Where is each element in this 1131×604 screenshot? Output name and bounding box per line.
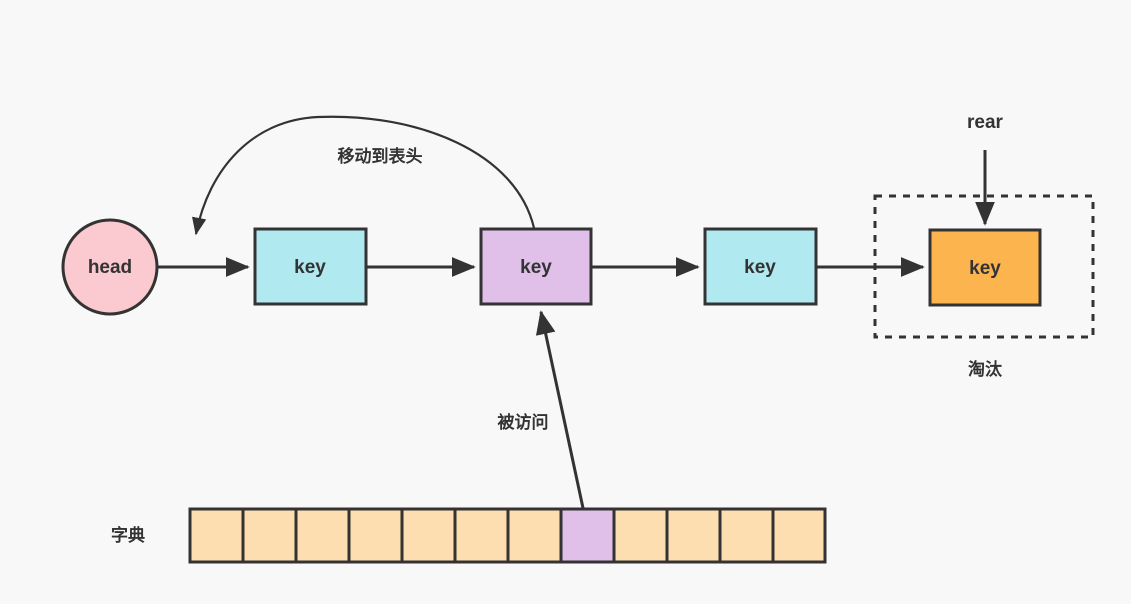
- rear-label: rear: [967, 112, 1004, 133]
- dictionary-cell-1[interactable]: [241, 507, 298, 564]
- dictionary-cell-0[interactable]: [188, 507, 245, 564]
- dictionary-cell-4[interactable]: [400, 507, 457, 564]
- accessed-label: 被访问: [498, 412, 549, 433]
- list-node-4-box[interactable]: [928, 228, 1042, 307]
- head-node-label: head: [88, 257, 132, 278]
- move-to-head-arrow: [192, 115, 536, 236]
- move-to-head-label: 移动到表头: [338, 146, 423, 167]
- list-node-3-label: key: [744, 257, 776, 278]
- list-node-1-box[interactable]: [253, 227, 368, 306]
- dictionary-cell-5[interactable]: [453, 507, 510, 564]
- list-node-2-box[interactable]: [479, 227, 593, 306]
- list-node-4-label: key: [969, 258, 1001, 279]
- list-node-2-label: key: [520, 257, 552, 278]
- dictionary-cell-9[interactable]: [665, 507, 722, 564]
- dictionary-array: [188, 507, 827, 564]
- dictionary-cell-8[interactable]: [612, 507, 669, 564]
- dictionary-cell-2[interactable]: [294, 507, 351, 564]
- accessed-arrow: [535, 310, 585, 509]
- list-node-1[interactable]: key: [253, 227, 368, 306]
- list-node-3-box[interactable]: [703, 227, 818, 306]
- evict-region: [873, 194, 1095, 339]
- list-node-1-label: key: [294, 257, 326, 278]
- dictionary-cell-10[interactable]: [718, 507, 775, 564]
- evict-label: 淘汰: [968, 359, 1003, 380]
- head-node[interactable]: head: [61, 218, 159, 316]
- list-node-4[interactable]: key: [928, 228, 1042, 307]
- dictionary-label: 字典: [111, 525, 145, 546]
- dictionary-cell-7-highlighted[interactable]: [559, 507, 616, 564]
- head-node-circle[interactable]: [61, 218, 159, 316]
- list-node-3[interactable]: key: [703, 227, 818, 306]
- dictionary-cell-11[interactable]: [771, 507, 827, 564]
- dictionary-cell-6[interactable]: [506, 507, 563, 564]
- dictionary-cell-3[interactable]: [347, 507, 404, 564]
- list-node-2[interactable]: key: [479, 227, 593, 306]
